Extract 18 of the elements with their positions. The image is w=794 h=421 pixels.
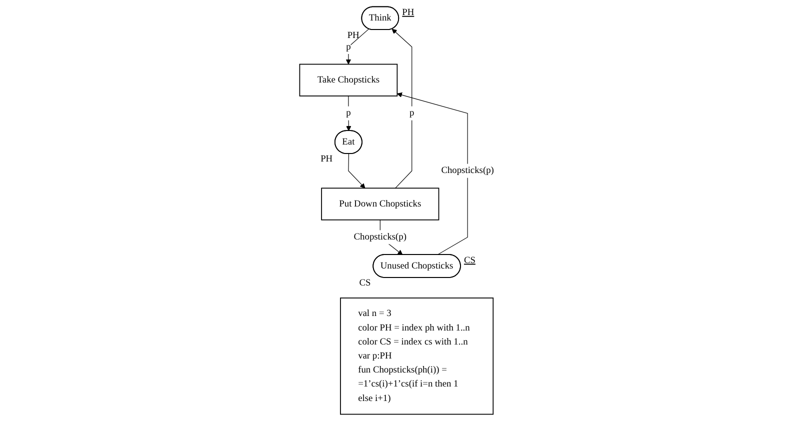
place-annotation: PH [348,30,360,41]
edge-label: p [410,108,414,118]
edge-label: Chopsticks(p) [354,232,407,242]
node-box: val n = 3 color PH = index ph with 1..n color CS = index cs with 1..n var p:PH fun Chopsticks(ph(i)) = =1’cs(i)+1’cs(if i=n then 1 else i+1) [340,298,494,415]
edge-label: p [346,42,351,52]
arrow [348,154,366,188]
arrow [346,96,352,132]
edge-label: Chopsticks(p) [441,166,494,176]
edge-label: p [346,108,351,118]
node-box: Take Chopsticks [299,64,398,96]
place-annotation: PH [320,154,333,165]
arrow [392,28,412,188]
place-annotation: PH [402,8,414,18]
place-annotation: CS [360,278,371,289]
node-box: Put Down Chopsticks [321,188,440,220]
place-annotation: CS [464,256,476,266]
arrow [346,28,370,64]
arrow [397,92,468,256]
